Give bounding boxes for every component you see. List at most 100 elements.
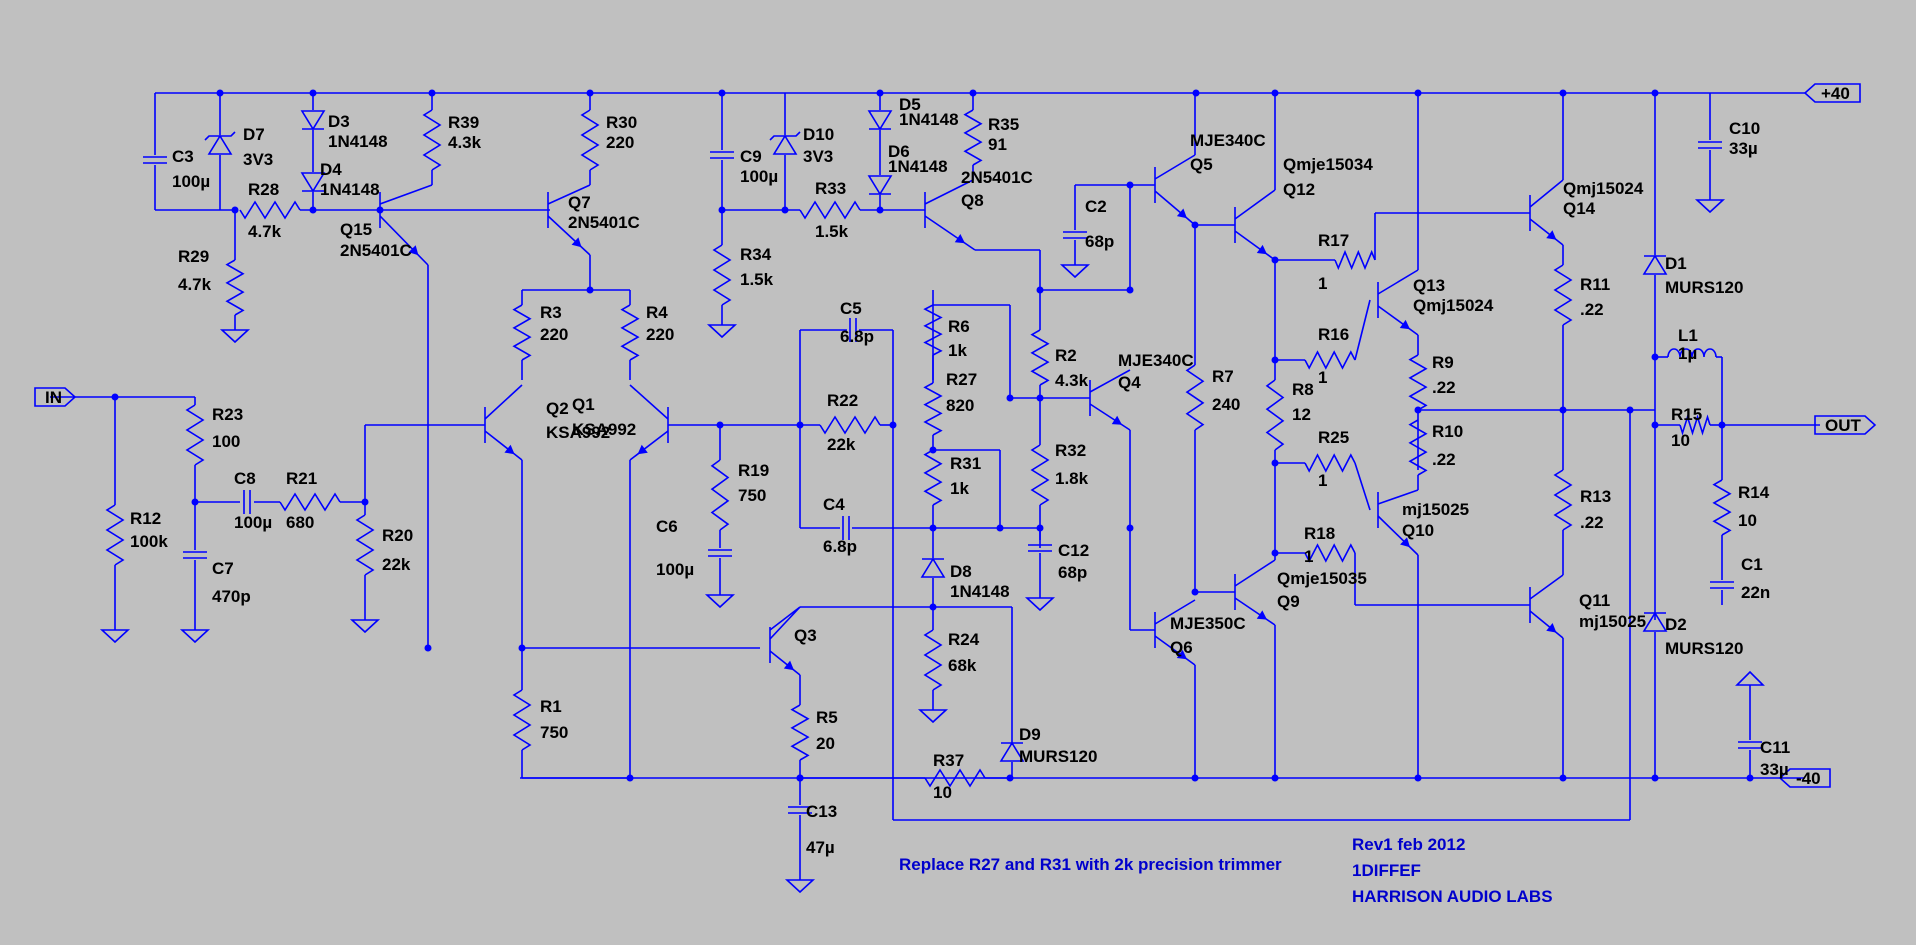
part-ref-r21: R21 — [286, 469, 317, 488]
output-port: OUT — [1814, 415, 1877, 435]
output-port-label: OUT — [1825, 416, 1862, 435]
transistor-q12 — [1234, 189, 1276, 261]
part-ref-q5: Q5 — [1190, 155, 1213, 174]
part-value-q2: KSA992 — [546, 423, 610, 442]
capacitor-c9 — [710, 151, 734, 159]
junction-dot — [781, 206, 789, 214]
diode-d8 — [920, 557, 946, 578]
transistor-q3 — [769, 606, 801, 676]
part-value-r1: 750 — [540, 723, 568, 742]
capacitor-c4 — [842, 516, 850, 540]
resistor-r18 — [1304, 543, 1356, 563]
part-value-r25: 1 — [1318, 471, 1327, 490]
part-value-q5: MJE340C — [1190, 131, 1266, 150]
part-ref-r13: R13 — [1580, 487, 1611, 506]
part-value-r17: 1 — [1318, 274, 1327, 293]
part-ref-q3: Q3 — [794, 626, 817, 645]
part-value-c3: 100µ — [172, 172, 210, 191]
part-ref-c8: C8 — [234, 469, 256, 488]
transistor-q1 — [629, 384, 669, 461]
resistor-r31 — [923, 449, 943, 506]
part-value-r31: 1k — [950, 479, 969, 498]
part-ref-r33: R33 — [815, 179, 846, 198]
part-value-r9: .22 — [1432, 378, 1456, 397]
part-value-q9: Qmje15035 — [1277, 569, 1367, 588]
part-ref-r9: R9 — [1432, 353, 1454, 372]
part-ref-q8: Q8 — [961, 191, 984, 210]
junction-dot — [1036, 286, 1044, 294]
part-ref-r29: R29 — [178, 247, 209, 266]
ground-symbol — [1024, 597, 1056, 612]
diode-d6 — [867, 175, 893, 196]
transistor-q8 — [924, 179, 976, 251]
part-ref-r2: R2 — [1055, 346, 1077, 365]
part-value-c8: 100µ — [234, 513, 272, 532]
part-value-c9: 100µ — [740, 167, 778, 186]
resistor-r33 — [799, 200, 861, 220]
part-ref-q9: Q9 — [1277, 592, 1300, 611]
part-value-d1: MURS120 — [1665, 278, 1743, 297]
part-value-r6: 1k — [948, 341, 967, 360]
part-value-r14: 10 — [1738, 511, 1757, 530]
part-ref-r31: R31 — [950, 454, 981, 473]
part-value-r23: 100 — [212, 432, 240, 451]
resistor-r1 — [512, 689, 532, 751]
transistor-q13 — [1377, 269, 1419, 336]
part-value-c12: 68p — [1058, 563, 1087, 582]
negative-supply-port-label: -40 — [1796, 769, 1821, 788]
positive-supply-port-label: +40 — [1821, 84, 1850, 103]
capacitor-c8 — [243, 490, 251, 514]
transistor-q5 — [1154, 154, 1196, 226]
transistor-q7 — [547, 184, 591, 256]
inductor-l1 — [1667, 348, 1717, 358]
part-value-q7: 2N5401C — [568, 213, 640, 232]
part-ref-q12: Q12 — [1283, 180, 1315, 199]
resistor-r17 — [1334, 249, 1376, 271]
part-ref-c6: C6 — [656, 517, 678, 536]
part-value-r3: 220 — [540, 325, 568, 344]
part-ref-r17: R17 — [1318, 231, 1349, 250]
part-value-l1: 1µ — [1678, 344, 1697, 363]
part-ref-c4: C4 — [823, 495, 845, 514]
resistor-r28 — [239, 200, 301, 220]
diode-d4 — [300, 172, 326, 193]
company-note: HARRISON AUDIO LABS — [1352, 887, 1553, 906]
resistor-r29 — [225, 259, 245, 316]
part-value-d6: 1N4148 — [888, 157, 948, 176]
part-value-c13: 47µ — [806, 838, 835, 857]
capacitor-c13 — [788, 806, 812, 814]
part-value-d10: 3V3 — [803, 147, 833, 166]
wire — [1354, 299, 1371, 361]
part-ref-r15: R15 — [1671, 405, 1702, 424]
part-value-r33: 1.5k — [815, 222, 849, 241]
resistor-r19 — [710, 459, 730, 531]
part-ref-r14: R14 — [1738, 483, 1770, 502]
part-value-q13: Qmj15024 — [1413, 296, 1494, 315]
ground-symbol — [349, 619, 381, 634]
capacitor-c2 — [1063, 231, 1087, 239]
part-value-r7: 240 — [1212, 395, 1240, 414]
resistor-r25 — [1304, 453, 1356, 473]
part-value-r19: 750 — [738, 486, 766, 505]
resistor-r14 — [1712, 479, 1732, 536]
capacitor-c1 — [1710, 581, 1734, 589]
part-value-c6: 100µ — [656, 560, 694, 579]
transistor-q15 — [379, 184, 433, 266]
ground-symbol — [784, 879, 816, 894]
part-value-r37: 10 — [933, 783, 952, 802]
part-ref-r22: R22 — [827, 391, 858, 410]
part-value-r20: 22k — [382, 555, 411, 574]
diode-d5 — [867, 110, 893, 131]
part-ref-d6: D6 — [888, 142, 910, 161]
part-value-d8: 1N4148 — [950, 582, 1010, 601]
part-ref-c7: C7 — [212, 559, 234, 578]
part-ref-c9: C9 — [740, 147, 762, 166]
part-ref-r28: R28 — [248, 180, 279, 199]
part-ref-r19: R19 — [738, 461, 769, 480]
junction-dot — [1126, 524, 1134, 532]
part-ref-r18: R18 — [1304, 524, 1335, 543]
part-ref-q6: Q6 — [1170, 638, 1193, 657]
part-value-c1: 22n — [1741, 583, 1770, 602]
input-port-label: IN — [45, 388, 62, 407]
part-ref-r20: R20 — [382, 526, 413, 545]
